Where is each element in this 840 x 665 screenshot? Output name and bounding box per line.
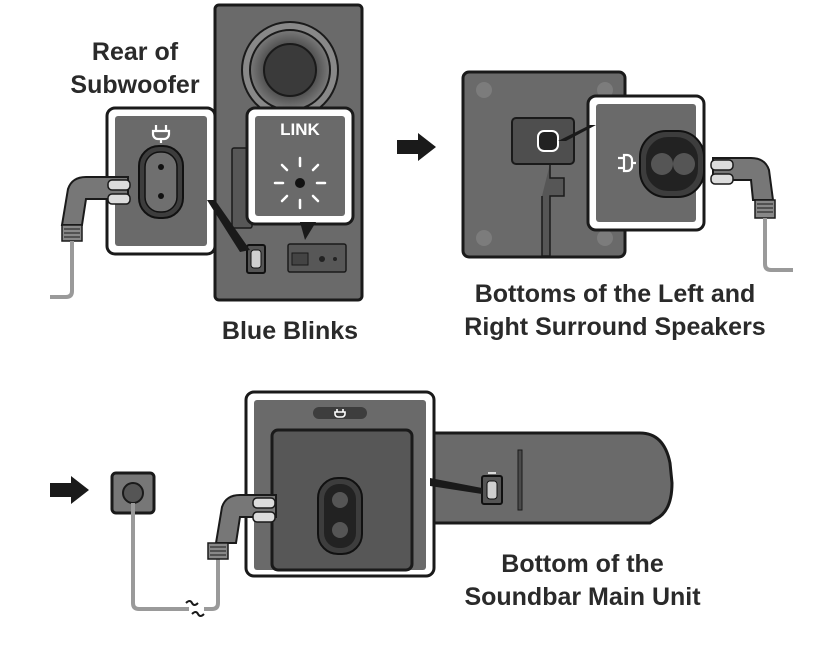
woofer-speaker-icon	[241, 21, 339, 119]
arrow-right-icon	[397, 133, 436, 161]
surround-label-line1: Bottoms of the Left and	[474, 280, 756, 308]
arrow-right-icon	[50, 476, 89, 504]
link-callout: LINK	[245, 106, 355, 226]
power-cable	[50, 241, 74, 299]
power-cable	[131, 503, 189, 611]
soundbar-label-line1: Bottom of the	[501, 550, 664, 578]
soundbar-body	[428, 431, 674, 525]
power-cable	[763, 218, 793, 272]
power-socket-icon	[618, 153, 636, 173]
soundbar-power-callout	[244, 390, 436, 578]
cable-break-icon	[185, 600, 205, 617]
subwoofer-power-callout	[105, 106, 217, 256]
soundbar-callout-pointer	[430, 478, 482, 494]
subwoofer-rear-label-line1: Rear of	[91, 38, 179, 66]
power-plug-icon	[710, 157, 776, 219]
link-callout-pointer	[300, 222, 316, 240]
power-plug-icon	[207, 494, 277, 560]
surround-label-line2: Right Surround Speakers	[464, 313, 766, 341]
blue-blinks-label: Blue Blinks	[221, 317, 359, 345]
link-blink-icon	[273, 156, 327, 210]
surround-callout-pointer	[558, 125, 596, 141]
subwoofer-rear-label: Rear of Subwoofer	[60, 36, 210, 102]
subwoofer-group: LINK	[50, 3, 364, 302]
subwoofer-status-label: Blue Blinks	[200, 315, 380, 348]
link-label: LINK	[280, 120, 320, 139]
power-cable	[204, 557, 220, 611]
soundbar-label: Bottom of the Soundbar Main Unit	[445, 548, 720, 614]
surround-speaker-group	[461, 70, 793, 272]
surround-power-callout	[586, 94, 706, 232]
power-socket-icon	[151, 125, 171, 143]
subwoofer-rear-label-line2: Subwoofer	[70, 71, 200, 99]
soundbar-group	[50, 390, 674, 617]
soundbar-label-line2: Soundbar Main Unit	[464, 583, 701, 611]
power-plug-icon	[60, 176, 131, 242]
surround-label: Bottoms of the Left and Right Surround S…	[445, 278, 785, 344]
power-socket-icon	[334, 409, 346, 418]
subwoofer-callout-pointer	[207, 200, 250, 252]
